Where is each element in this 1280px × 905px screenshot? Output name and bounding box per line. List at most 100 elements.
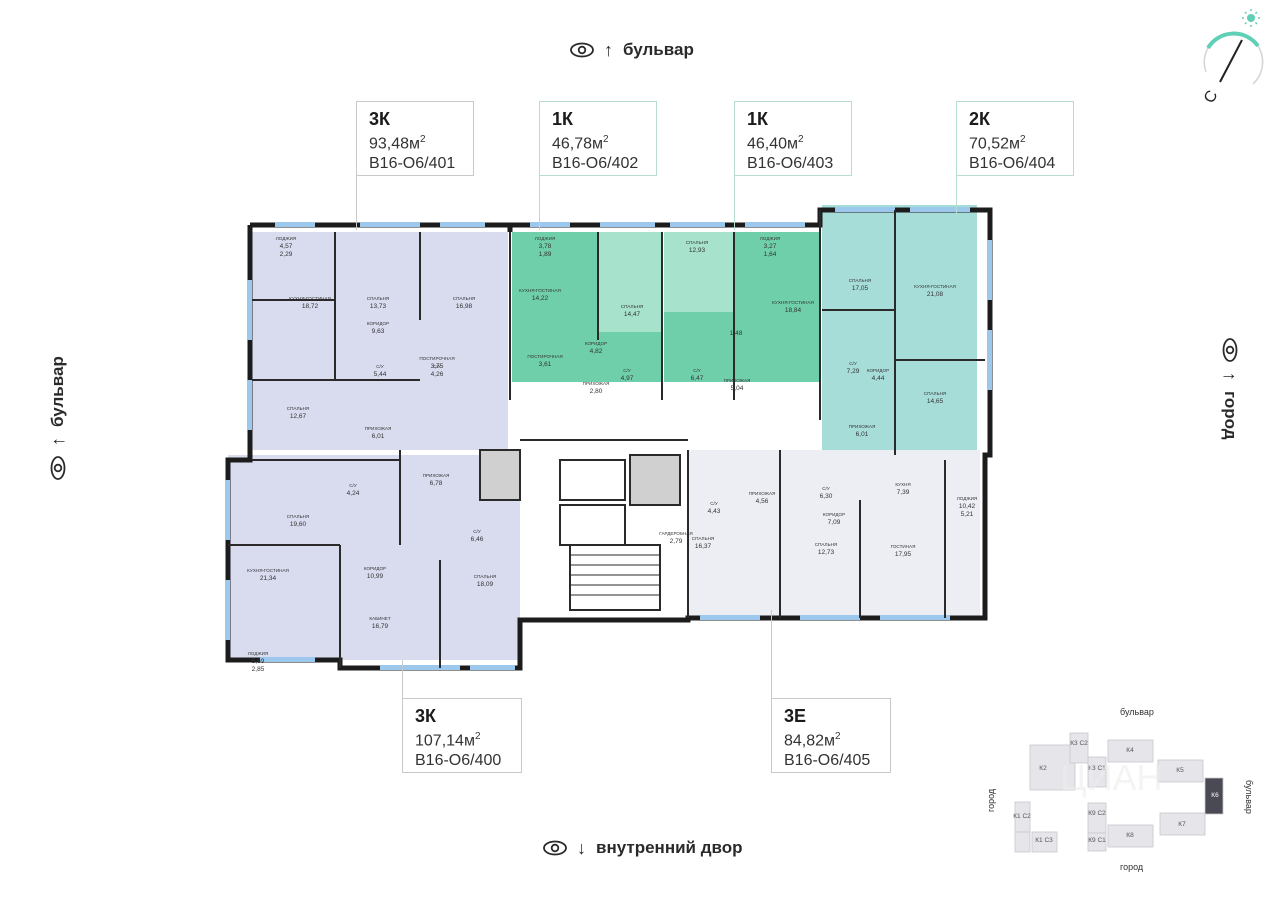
room-name: ПРИХОЖАЯ	[423, 473, 450, 478]
room-area: 14,65	[927, 398, 944, 405]
room-name: КУХНЯ	[895, 482, 910, 487]
apartment-code: В16-О6/400	[415, 752, 502, 770]
apartment-code: В16-О6/401	[369, 155, 456, 173]
room-area: 19,60	[290, 521, 307, 528]
arrow-up-icon: ↑	[48, 437, 68, 446]
room-area: 5,04	[731, 385, 744, 392]
room-area: 6,30	[820, 493, 833, 500]
apartment-type: 1К	[747, 109, 768, 129]
room-area: 18,84	[785, 307, 802, 314]
room-area2: 5,21	[961, 511, 974, 518]
room-area2: 1,89	[539, 251, 552, 258]
room-name: ПОСТИРОЧНАЯ	[419, 356, 454, 361]
room-area2: 1,64	[764, 251, 777, 258]
direction-left: ↑ бульвар	[48, 340, 68, 480]
room-label: С/У 6,30	[820, 486, 833, 500]
apartment-area: 107,14м2	[415, 731, 481, 750]
room-area: 18,09	[477, 581, 494, 588]
leader-403	[734, 175, 735, 230]
apartment-area: 70,52м2	[969, 134, 1026, 153]
apartment-type: 1К	[552, 109, 573, 129]
apartment-403-fill	[664, 232, 819, 382]
room-name: СПАЛЬНЯ	[686, 240, 708, 245]
direction-top: ↑ бульвар	[570, 40, 694, 60]
apartment-card-400[interactable]: 3К 107,14м2 В16-О6/400	[402, 698, 522, 773]
room-name: ГАРДЕРОБНАЯ	[659, 531, 692, 536]
room-area: 17,95	[895, 551, 912, 558]
room-label: ЛОДЖИЯ 3,271,64	[760, 236, 780, 258]
room-name: С/У	[623, 368, 631, 373]
direction-left-label: бульвар	[48, 356, 67, 427]
room-name: С/У	[822, 486, 830, 491]
room-name: КАБИНЕТ	[369, 616, 390, 621]
keyplan-right-label: бульвар	[1244, 780, 1254, 814]
leader-404	[956, 175, 957, 215]
apartment-type: 3К	[369, 109, 390, 129]
room-label: С/У6,46	[471, 529, 484, 543]
room-area: 21,08	[927, 291, 944, 298]
room-name: С/У	[849, 361, 857, 366]
room-area: 4,57	[280, 243, 293, 250]
room-name: С/У	[349, 483, 357, 488]
room-label: ЛОДЖИЯ 10,425,21	[957, 496, 977, 518]
keyplan-section-label: К3 С1	[1088, 765, 1106, 772]
apartment-card-402[interactable]: 1К 46,78м2 В16-О6/402	[539, 101, 657, 176]
room-area: 4,97	[621, 375, 634, 382]
room-area: 12,67	[290, 413, 307, 420]
room-name: СПАЛЬНЯ	[367, 296, 389, 301]
apartment-area: 84,82м2	[784, 731, 841, 750]
room-name: СПАЛЬНЯ	[453, 296, 475, 301]
keyplan-top-label: бульвар	[1120, 707, 1154, 717]
room-area2: 2,85	[252, 666, 265, 673]
room-name: КУХНЯ-ГОСТИНАЯ	[247, 568, 289, 573]
apartment-card-401[interactable]: 3К 93,48м2 В16-О6/401	[356, 101, 474, 176]
apartment-card-404[interactable]: 2К 70,52м2 В16-О6/404	[956, 101, 1074, 176]
keyplan-section-label: К9 С2	[1088, 810, 1106, 817]
room-name: С/У	[693, 368, 701, 373]
arrow-up-icon: ↑	[604, 40, 613, 60]
compass-letter: С	[1201, 88, 1222, 106]
keyplan-section-label: К1 С2	[1013, 813, 1031, 820]
room-area: 1,48	[730, 330, 743, 337]
room-area: 10,42	[959, 503, 976, 510]
room-name: ПРИХОЖАЯ	[849, 424, 876, 429]
room-name: СПАЛЬНЯ	[621, 304, 643, 309]
eye-icon	[50, 456, 66, 480]
apartment-code: В16-О6/403	[747, 155, 834, 173]
leader-402	[539, 175, 540, 230]
keyplan-bottom-label: город	[1120, 862, 1144, 872]
room-name: КОРИДОР	[867, 368, 889, 373]
building-core	[479, 449, 681, 611]
keyplan-section-label: К2	[1039, 765, 1047, 772]
keyplan-section-label: К5	[1176, 767, 1184, 774]
room-name: ПРИХОЖАЯ	[583, 381, 610, 386]
apartment-405-fill	[688, 450, 980, 618]
room-name: ПРИХОЖАЯ	[749, 491, 776, 496]
apartment-card-405[interactable]: 3Е 84,82м2 В16-О6/405	[771, 698, 891, 773]
room-name: ЛОДЖИЯ	[760, 236, 780, 241]
room-area: 10,99	[367, 573, 384, 580]
apartment-card-403[interactable]: 1К 46,40м2 В16-О6/403	[734, 101, 852, 176]
room-name: ЛОДЖИЯ	[957, 496, 977, 501]
room-label: С/У6,47	[691, 368, 704, 382]
room-name: СПАЛЬНЯ	[287, 514, 309, 519]
room-area: 3,27	[764, 243, 777, 250]
room-area: 12,73	[818, 549, 835, 556]
apartment-401-fill	[252, 232, 508, 450]
